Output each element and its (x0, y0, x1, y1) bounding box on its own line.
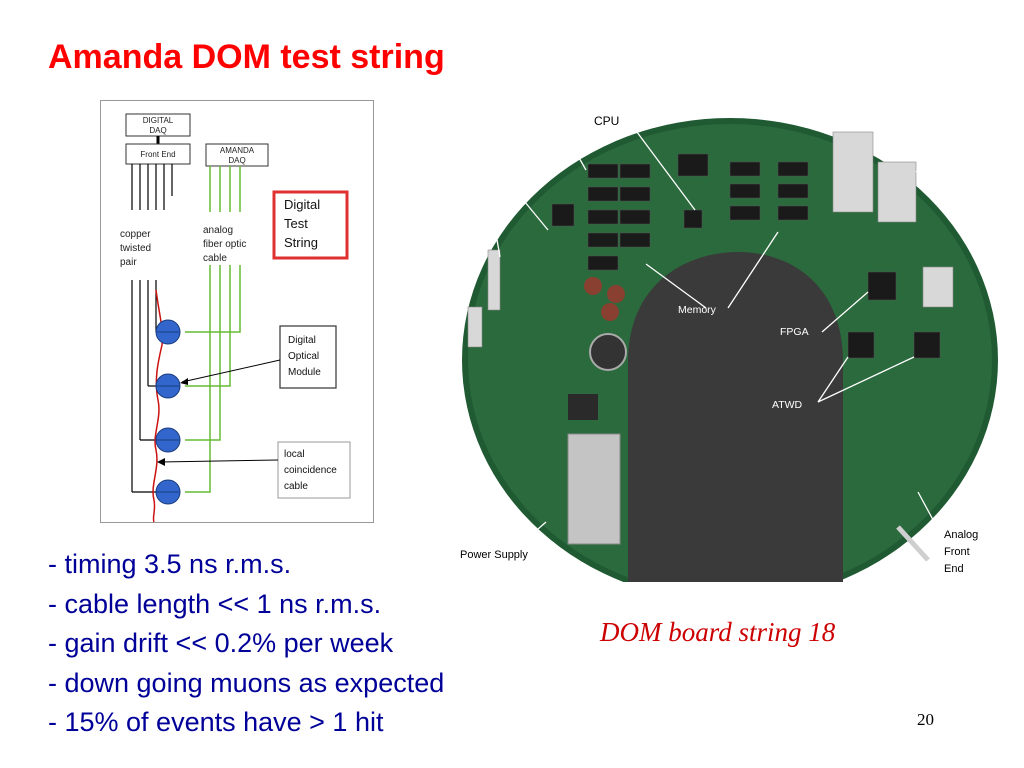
copper-cables (131, 164, 173, 493)
lc-pointer-arrow (159, 459, 279, 463)
board-label-flasher-2: Flasher (454, 500, 490, 512)
page-number: 20 (917, 710, 934, 729)
board-label-fpga: FPGA (780, 326, 809, 338)
optical-module (155, 373, 181, 399)
test-string-label-1: Digital (284, 197, 320, 212)
image-caption: DOM board string 18 (600, 617, 836, 647)
local-coincidence-cable-box: local coincidence cable (277, 441, 351, 499)
bullet-item: - down going muons as expected (48, 667, 445, 698)
optical-module (155, 427, 181, 453)
test-string-label-3: String (284, 235, 318, 250)
board-label-analog-1: Analog (944, 529, 978, 541)
amanda-daq-box: AMANDA DAQ (205, 143, 269, 167)
bullet-item: - timing 3.5 ns r.m.s. (48, 549, 292, 579)
amanda-daq-label-1: AMANDA (220, 146, 255, 155)
copper-label-3: pair (120, 257, 137, 268)
lc-label-2: coincidence (284, 465, 337, 476)
bullet-item: - gain drift << 0.2% per week (48, 628, 394, 658)
test-string-label-2: Test (284, 216, 308, 231)
board-label-local-2: Coincidence (926, 133, 984, 145)
string-diagram: DIGITAL DAQ Front End AMANDA DAQ (100, 100, 374, 523)
optical-module (155, 319, 181, 345)
digital-daq-box: DIGITAL DAQ (125, 113, 191, 137)
analog-label-2: fiber optic (203, 239, 246, 250)
digital-daq-label-1: DIGITAL (143, 116, 174, 125)
dom-board-image: Flash Memory Boot Flash To HVPS Local Co… (448, 112, 1000, 582)
board-label-boot-1: Boot (488, 179, 510, 191)
dom-label-1: Digital (288, 335, 316, 346)
slide-title: Amanda DOM test string (48, 38, 445, 76)
lc-label-1: local (284, 449, 305, 460)
board-label-hvps-1: To (460, 209, 471, 221)
analog-label-1: analog (203, 225, 233, 236)
board-label-flash-1: Flash (528, 125, 554, 137)
digital-test-string-box: Digital Test String (272, 190, 349, 260)
digital-daq-label-2: DAQ (149, 126, 166, 135)
board-label-cpu: CPU (594, 114, 619, 128)
optical-modules (155, 319, 181, 505)
bullet-list: - timing 3.5 ns r.m.s. - cable length <<… (48, 545, 444, 743)
board-label-power-supply: Power Supply (460, 549, 528, 561)
fiber-cables (185, 166, 241, 493)
board-label-memory: Memory (678, 304, 717, 316)
front-end-box: Front End (125, 143, 191, 165)
bullet-item: - cable length << 1 ns r.m.s. (48, 588, 382, 619)
board-label-analog-2: Front (944, 546, 970, 558)
copper-label-2: twisted (120, 243, 151, 254)
digital-optical-module-box: Digital Optical Module (279, 325, 337, 389)
dom-label-2: Optical (288, 351, 319, 362)
lc-label-3: cable (284, 481, 308, 492)
board-label-flasher-1: To (454, 487, 465, 499)
board-label-analog-3: End (944, 563, 964, 575)
board-label-flash-2: Memory (528, 138, 567, 150)
optical-module (155, 479, 181, 505)
board-label-local-1: Local (926, 120, 951, 132)
dom-pointer-arrow (181, 359, 281, 383)
board-label-hvps-2: HVPS (460, 222, 489, 234)
copper-label-1: copper (120, 229, 151, 240)
front-end-label: Front End (140, 150, 175, 159)
bullet-item: - 15% of events have > 1 hit (48, 707, 384, 737)
amanda-daq-label-2: DAQ (228, 156, 245, 165)
board-label-boot-2: Flash (488, 192, 514, 204)
analog-label-3: cable (203, 253, 227, 264)
board-label-atwd: ATWD (772, 399, 803, 411)
dom-label-3: Module (288, 367, 321, 378)
